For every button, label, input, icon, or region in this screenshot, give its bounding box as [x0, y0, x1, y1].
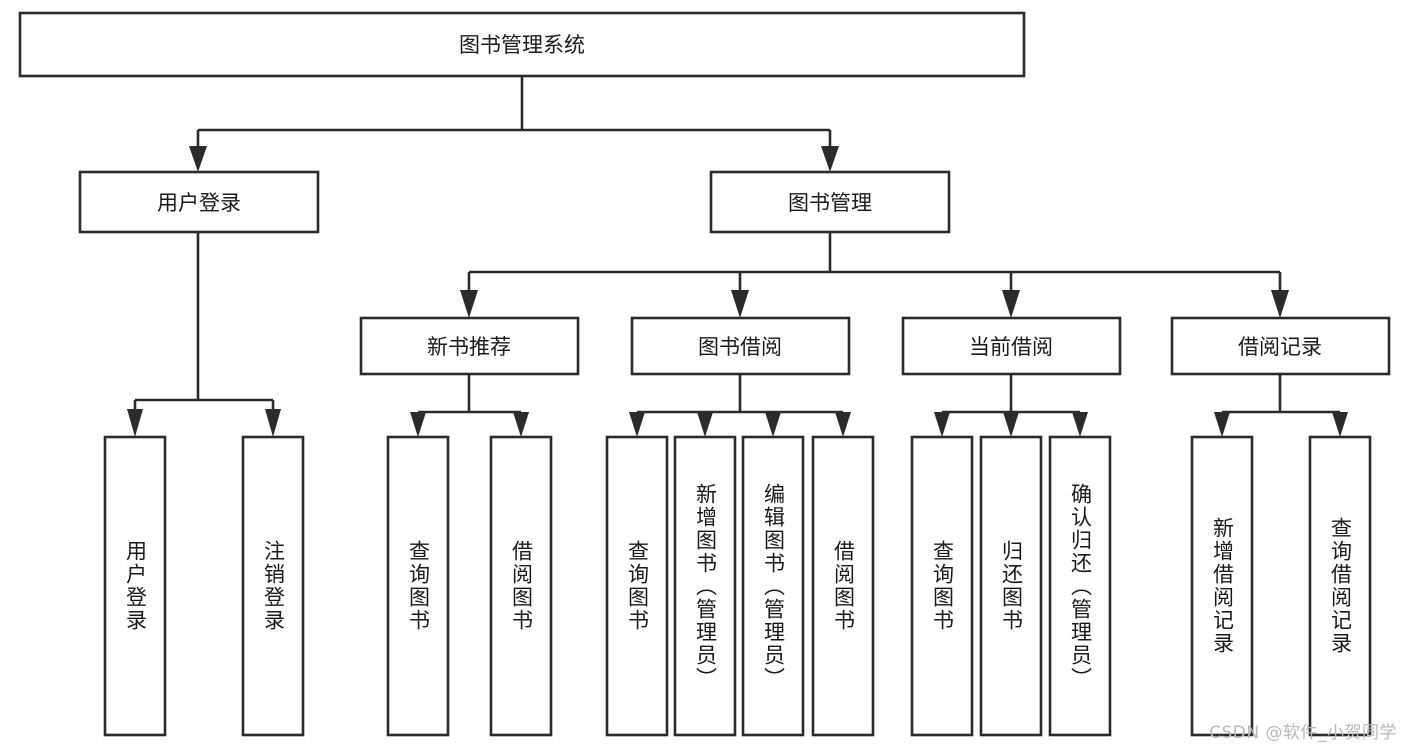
- node-root[interactable]: 图书管理系统: [18, 11, 1026, 78]
- node-user-login-box[interactable]: [78, 170, 320, 234]
- arrowhead-user-login: [189, 146, 207, 172]
- arrowhead-level3-1: [460, 290, 478, 318]
- leaf-box-current-borrow-3[interactable]: [1048, 435, 1112, 737]
- node-new-book-recommend-box[interactable]: [359, 316, 580, 376]
- leaf-box-borrow-record-2[interactable]: [1308, 435, 1372, 737]
- node-book-manage[interactable]: 图书管理: [709, 170, 951, 234]
- arrowhead-level3-2: [731, 290, 749, 318]
- leaf-box-book-borrow-3[interactable]: [741, 435, 805, 737]
- node-root-label: 图书管理系统: [459, 33, 585, 57]
- node-borrow-record[interactable]: 借阅记录: [1170, 316, 1391, 376]
- leaf-box-new-book-1[interactable]: [386, 435, 450, 737]
- watermark-text: CSDN @软件_小贺同学: [1209, 723, 1397, 743]
- arrowhead-leaf-cb-3: [1072, 412, 1088, 437]
- arrowhead-level3-3: [1002, 290, 1020, 318]
- node-borrow-record-label: 借阅记录: [1238, 335, 1322, 359]
- arrowhead-leaf-br-1: [1214, 412, 1230, 437]
- leaf-box-borrow-record-1[interactable]: [1190, 435, 1254, 737]
- leaf-box-current-borrow-1[interactable]: [910, 435, 974, 737]
- arrowhead-leaf-bb-1: [629, 412, 645, 437]
- leaf-box-book-borrow-4[interactable]: [811, 435, 875, 737]
- arrowhead-leaf-bb-3: [765, 412, 781, 437]
- node-borrow-record-box[interactable]: [1170, 316, 1391, 376]
- node-root-box[interactable]: [18, 11, 1026, 78]
- node-user-login[interactable]: 用户登录: [78, 170, 320, 234]
- node-current-borrow-box[interactable]: [901, 316, 1122, 376]
- arrowhead-leaf-cb-1: [934, 412, 950, 437]
- node-new-book-recommend-label: 新书推荐: [427, 335, 511, 359]
- leaf-box-book-borrow-2[interactable]: [673, 435, 737, 737]
- leaf-box-new-book-2[interactable]: [489, 435, 553, 737]
- arrowhead-leaf-ul-2: [265, 409, 281, 437]
- node-book-borrow-box[interactable]: [630, 316, 851, 376]
- arrowhead-level3-4: [1271, 290, 1289, 318]
- leaf-box-user-login-2[interactable]: [241, 435, 305, 737]
- arrowhead-leaf-nbr-1: [410, 412, 426, 437]
- node-new-book-recommend[interactable]: 新书推荐: [359, 316, 580, 376]
- leaf-box-current-borrow-2[interactable]: [979, 435, 1043, 737]
- arrowhead-book-manage: [821, 146, 839, 172]
- arrowhead-leaf-nbr-2: [513, 412, 529, 437]
- node-book-manage-box[interactable]: [709, 170, 951, 234]
- arrowhead-leaf-ul-1: [127, 409, 143, 437]
- connector-group: [127, 76, 1348, 437]
- arrowhead-leaf-cb-2: [1003, 412, 1019, 437]
- node-current-borrow[interactable]: 当前借阅: [901, 316, 1122, 376]
- arrowhead-leaf-bb-2: [697, 412, 713, 437]
- node-user-login-label: 用户登录: [157, 191, 241, 215]
- leaf-box-book-borrow-1[interactable]: [605, 435, 669, 737]
- node-book-manage-label: 图书管理: [788, 191, 872, 215]
- node-book-borrow-label: 图书借阅: [698, 335, 782, 359]
- node-book-borrow[interactable]: 图书借阅: [630, 316, 851, 376]
- node-current-borrow-label: 当前借阅: [969, 335, 1053, 359]
- arrowhead-leaf-bb-4: [835, 412, 851, 437]
- arrowhead-leaf-br-2: [1332, 412, 1348, 437]
- leaf-box-user-login-1[interactable]: [103, 435, 167, 737]
